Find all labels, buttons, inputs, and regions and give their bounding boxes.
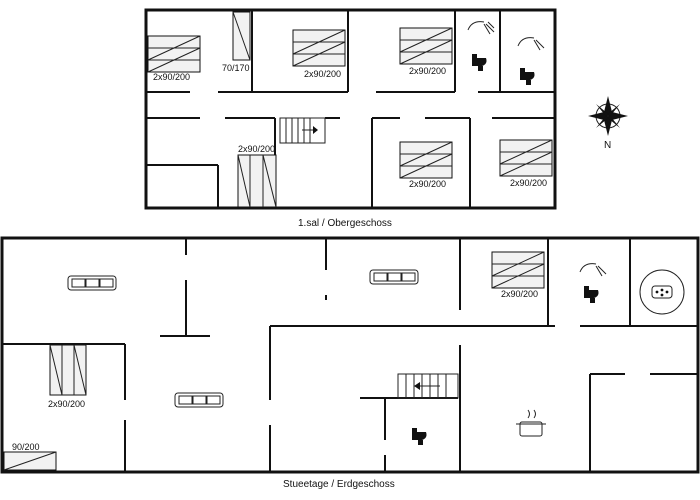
sofa-icon xyxy=(67,275,117,291)
ground-floor-plan: 2x90/200 2x90/200 90/200 xyxy=(0,236,700,490)
bed: 2x90/200 xyxy=(147,35,201,82)
bed-label: 2x90/200 xyxy=(153,72,190,82)
bed-label: 2x90/200 xyxy=(409,66,446,76)
shower-icon xyxy=(467,21,495,35)
sofa-icon xyxy=(174,392,224,408)
sofa-icon xyxy=(369,269,419,285)
bed-label: 2x90/200 xyxy=(510,178,547,188)
bed: 2x90/200 xyxy=(491,251,545,299)
compass-rose-icon: N xyxy=(588,96,628,151)
hot-tub-icon xyxy=(639,269,685,315)
toilet-icon xyxy=(520,68,535,85)
ground-floor-caption: Stueetage / Erdgeschoss xyxy=(283,479,395,490)
bed-label: 2x90/200 xyxy=(501,289,538,299)
bed: 90/200 xyxy=(3,442,57,471)
bed-label: 2x90/200 xyxy=(409,179,446,189)
toilet-icon xyxy=(584,286,599,303)
bed-label: 2x90/200 xyxy=(48,399,85,409)
bed-label: 90/200 xyxy=(12,442,40,452)
toilet-icon xyxy=(472,54,487,71)
toilet-icon xyxy=(412,428,427,445)
bed-label: 70/170 xyxy=(222,63,250,73)
bed-label: 2x90/200 xyxy=(238,144,275,154)
bed: 2x90/200 xyxy=(399,27,453,76)
bed: 2x90/200 xyxy=(237,144,277,208)
compass-north-label: N xyxy=(604,140,611,151)
bed: 2x90/200 xyxy=(48,344,87,409)
cooking-pot-icon xyxy=(516,409,546,437)
upper-floor-caption: 1.sal / Obergeschoss xyxy=(298,218,392,229)
bed: 2x90/200 xyxy=(499,139,553,188)
upper-staircase xyxy=(279,117,326,144)
bed-label: 2x90/200 xyxy=(304,69,341,79)
shower-icon xyxy=(579,263,607,277)
bed: 70/170 xyxy=(222,11,251,73)
upper-floor-plan: 2x90/200 70/170 2x90/200 2x90/200 xyxy=(144,8,557,229)
ground-floor-outer-wall xyxy=(0,236,700,474)
bed: 2x90/200 xyxy=(292,29,346,79)
bed: 2x90/200 xyxy=(399,141,453,189)
shower-icon xyxy=(517,37,545,51)
ground-staircase xyxy=(397,373,459,399)
upper-floor-outer-wall xyxy=(144,8,557,210)
